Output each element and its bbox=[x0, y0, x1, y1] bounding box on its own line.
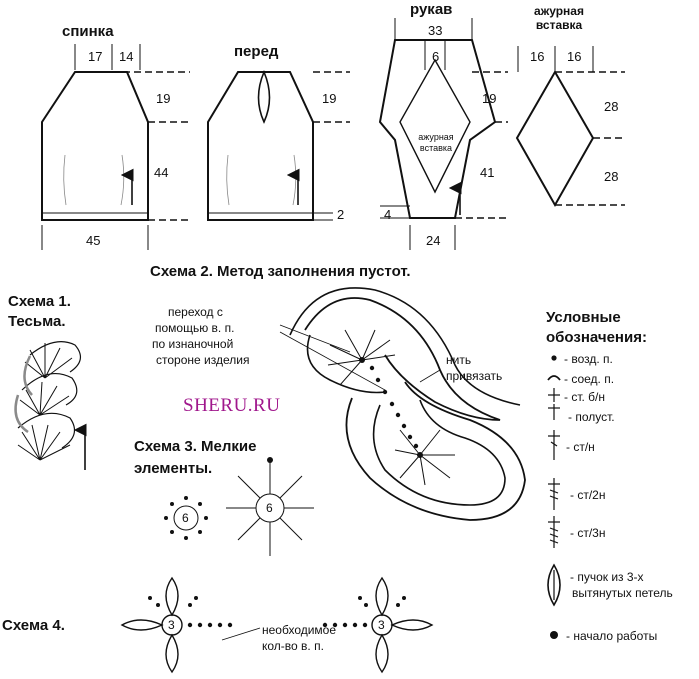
insert-panel-title: ажурная вставка bbox=[534, 4, 584, 32]
sleeve-bottom-dimension: 24 bbox=[426, 233, 441, 248]
scheme3-big-center: 6 bbox=[266, 501, 273, 515]
legend-title-line2: обозначения: bbox=[546, 329, 647, 346]
legend-puff-line1: - пучок из 3-х bbox=[570, 570, 644, 584]
scheme2-note2-line1: нить bbox=[446, 353, 472, 367]
sleeve-cuff-dimension: 4 bbox=[384, 207, 392, 222]
legend-double-crochet: - ст/н bbox=[566, 440, 595, 454]
scheme2-note2-line2: привязать bbox=[446, 369, 503, 383]
scheme2-filling bbox=[279, 287, 526, 521]
back-panel-outline bbox=[41, 44, 190, 250]
legend-puff-line2: вытянутых петель bbox=[572, 586, 673, 600]
scheme4-elements bbox=[120, 576, 434, 674]
scheme2-note1-line3: по изнаночной bbox=[152, 337, 234, 351]
legend-slip-stitch: - соед. п. bbox=[564, 372, 615, 386]
watermark-text: SHERU.RU bbox=[183, 395, 281, 416]
legend-double-treble: - ст/3н bbox=[570, 526, 606, 540]
insert-left-dimension: 16 bbox=[530, 49, 545, 64]
back-body-dimension: 44 bbox=[154, 165, 169, 180]
sleeve-insert-label: ажурная вставка bbox=[418, 132, 454, 153]
legend-symbols bbox=[547, 355, 561, 639]
scheme1-title: Схема 1. Тесьма. bbox=[8, 293, 71, 330]
scheme4-title: Схема 4. bbox=[2, 617, 65, 634]
sleeve-center-dimension: 6 bbox=[432, 49, 440, 64]
back-bottom-dimension: 45 bbox=[86, 233, 101, 248]
scheme1-braid bbox=[14, 341, 87, 470]
insert-lower-dimension: 28 bbox=[604, 169, 619, 184]
scheme3-small-center: 6 bbox=[182, 511, 189, 525]
insert-outline bbox=[515, 46, 625, 208]
insert-upper-dimension: 28 bbox=[604, 99, 619, 114]
front-panel-title: перед bbox=[234, 43, 279, 60]
legend-single-crochet: - ст. б/н bbox=[564, 390, 605, 404]
legend-treble-crochet: - ст/2н bbox=[570, 488, 606, 502]
scheme3-dots bbox=[164, 457, 273, 540]
back-top-right-dimension: 14 bbox=[119, 49, 134, 64]
front-panel-outline bbox=[207, 69, 350, 221]
sleeve-armhole-dimension: 19 bbox=[482, 91, 497, 106]
scheme2-title: Схема 2. Метод заполнения пустот. bbox=[150, 263, 411, 280]
scheme3-elements bbox=[173, 462, 314, 556]
back-top-left-dimension: 17 bbox=[88, 49, 103, 64]
front-edge-dimension: 2 bbox=[337, 207, 345, 222]
front-armhole-dimension: 19 bbox=[322, 91, 337, 106]
sleeve-panel-title: рукав bbox=[410, 1, 453, 18]
insert-right-dimension: 16 bbox=[567, 49, 582, 64]
scheme2-note1-line1: переход с bbox=[168, 305, 223, 319]
back-armhole-dimension: 19 bbox=[156, 91, 171, 106]
legend-title-line1: Условные bbox=[546, 309, 621, 326]
scheme4-right-center: 3 bbox=[378, 618, 385, 632]
scheme4-note-line2: кол-во в. п. bbox=[262, 639, 324, 653]
scheme4-note-line1: необходимое bbox=[262, 623, 337, 637]
sleeve-outline bbox=[378, 18, 508, 250]
scheme4-left-center: 3 bbox=[168, 618, 175, 632]
scheme4-chain-dots bbox=[148, 596, 406, 628]
back-panel-title: спинка bbox=[62, 23, 114, 40]
scheme2-chain-dots bbox=[359, 357, 423, 458]
sleeve-body-dimension: 41 bbox=[480, 165, 495, 180]
scheme2-note1-line4: стороне изделия bbox=[156, 353, 250, 367]
sleeve-top-dimension: 33 bbox=[428, 23, 443, 38]
scheme3-title: Схема 3. Мелкие элементы. bbox=[134, 438, 257, 477]
legend-start: - начало работы bbox=[566, 629, 658, 643]
scheme2-note1-line2: помощью в. п. bbox=[155, 321, 235, 335]
legend-half-double: - полуст. bbox=[568, 410, 615, 424]
legend-chain-stitch: - возд. п. bbox=[564, 352, 613, 366]
